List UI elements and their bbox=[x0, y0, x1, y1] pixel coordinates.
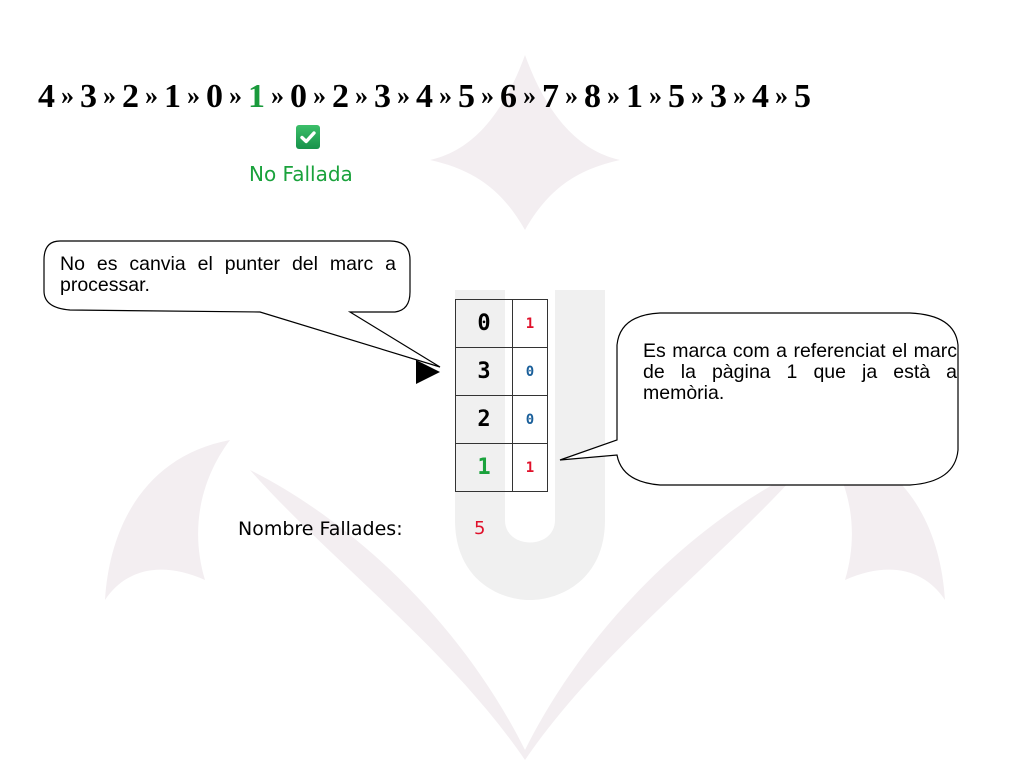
sequence-page: 4 bbox=[752, 78, 769, 115]
sequence-page: 5 bbox=[794, 78, 811, 115]
sequence-page: 4 bbox=[38, 78, 55, 115]
watermark-left-leaf bbox=[105, 440, 230, 600]
sequence-separator: » bbox=[775, 81, 788, 110]
sequence-separator: » bbox=[103, 81, 116, 110]
reference-note: Es marca com a referenciat el marc de la… bbox=[643, 340, 957, 404]
sequence-separator: » bbox=[439, 81, 452, 110]
sequence-page: 5 bbox=[668, 78, 685, 115]
sequence-separator: » bbox=[397, 81, 410, 110]
frame-page: 3 bbox=[455, 347, 513, 396]
sequence-page: 8 bbox=[584, 78, 601, 115]
sequence-page: 0 bbox=[290, 78, 307, 115]
sequence-page: 6 bbox=[500, 78, 517, 115]
watermark-top-leaf bbox=[430, 55, 620, 230]
frame-page: 2 bbox=[455, 395, 513, 444]
sequence-separator: » bbox=[187, 81, 200, 110]
sequence-page: 5 bbox=[458, 78, 475, 115]
sequence-current-page: 1 bbox=[248, 78, 265, 115]
frame-page: 1 bbox=[455, 443, 513, 492]
sequence-separator: » bbox=[271, 81, 284, 110]
fault-count-label: Nombre Fallades: bbox=[238, 518, 403, 540]
callout-pointer-bubble bbox=[43, 240, 441, 368]
fault-count-value: 5 bbox=[474, 518, 486, 539]
sequence-separator: » bbox=[61, 81, 74, 110]
sequence-page: 2 bbox=[122, 78, 139, 115]
reference-string: 4»3»2»1»0»1»0»2»3»4»5»6»7»8»1»5»3»4»5 bbox=[38, 78, 811, 116]
sequence-separator: » bbox=[733, 81, 746, 110]
frame-reference-bit: 1 bbox=[512, 299, 548, 348]
pointer-note: No es canvia el punter del marc a proces… bbox=[60, 253, 396, 296]
sequence-page: 3 bbox=[80, 78, 97, 115]
sequence-page: 1 bbox=[164, 78, 181, 115]
frame-page: 0 bbox=[455, 299, 513, 348]
sequence-page: 0 bbox=[206, 78, 223, 115]
check-icon bbox=[296, 125, 320, 149]
sequence-page: 4 bbox=[416, 78, 433, 115]
frame-reference-bit: 1 bbox=[512, 443, 548, 492]
sequence-page: 7 bbox=[542, 78, 559, 115]
sequence-separator: » bbox=[355, 81, 368, 110]
sequence-separator: » bbox=[691, 81, 704, 110]
frame-reference-bit: 0 bbox=[512, 395, 548, 444]
sequence-page: 3 bbox=[710, 78, 727, 115]
status-label: No Fallada bbox=[249, 162, 353, 186]
sequence-separator: » bbox=[565, 81, 578, 110]
sequence-separator: » bbox=[145, 81, 158, 110]
sequence-page: 3 bbox=[374, 78, 391, 115]
callout-reference-bubble bbox=[559, 312, 959, 486]
frame-pointer-arrow bbox=[416, 360, 440, 384]
sequence-separator: » bbox=[607, 81, 620, 110]
sequence-separator: » bbox=[523, 81, 536, 110]
sequence-separator: » bbox=[481, 81, 494, 110]
sequence-separator: » bbox=[229, 81, 242, 110]
sequence-separator: » bbox=[313, 81, 326, 110]
sequence-page: 1 bbox=[626, 78, 643, 115]
sequence-page: 2 bbox=[332, 78, 349, 115]
frame-reference-bit: 0 bbox=[512, 347, 548, 396]
sequence-separator: » bbox=[649, 81, 662, 110]
